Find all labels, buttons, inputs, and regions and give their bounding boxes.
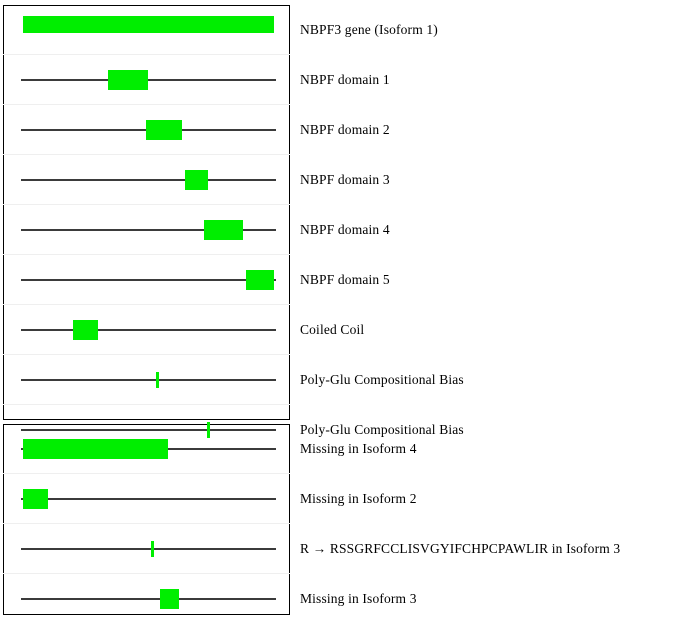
feature-block-missing-isoform-3[interactable] [160, 589, 179, 609]
sequence-axis-line [21, 429, 276, 431]
feature-track-poly-glu-bias-2[interactable] [3, 405, 290, 455]
feature-track-gene[interactable] [3, 5, 290, 55]
feature-block-poly-glu-bias-2[interactable] [207, 422, 210, 438]
sequence-axis-line [21, 179, 276, 181]
feature-row: NBPF domain 4 [0, 205, 676, 255]
feature-track-nbpf-domain-2[interactable] [3, 105, 290, 155]
feature-track-nbpf-domain-1[interactable] [3, 55, 290, 105]
feature-row: NBPF3 gene (Isoform 1) [0, 5, 676, 55]
feature-label-substitution-isoform-3: R → RSSGRFCCLISVGYIFCHPCPAWLIR in Isofor… [300, 541, 621, 556]
sequence-axis-line [21, 229, 276, 231]
feature-label-missing-isoform-2: Missing in Isoform 2 [300, 491, 417, 506]
feature-block-gene[interactable] [23, 16, 274, 33]
sequence-axis-line [21, 329, 276, 331]
feature-track-missing-isoform-2[interactable] [3, 474, 290, 524]
feature-track-substitution-isoform-3[interactable] [3, 524, 290, 574]
feature-block-nbpf-domain-1[interactable] [108, 70, 148, 90]
feature-track-nbpf-domain-4[interactable] [3, 205, 290, 255]
feature-track-nbpf-domain-3[interactable] [3, 155, 290, 205]
feature-block-nbpf-domain-5[interactable] [246, 270, 274, 290]
feature-row: R → RSSGRFCCLISVGYIFCHPCPAWLIR in Isofor… [0, 524, 676, 574]
feature-row: NBPF domain 1 [0, 55, 676, 105]
feature-label-poly-glu-bias-1: Poly-Glu Compositional Bias [300, 372, 464, 387]
feature-label-poly-glu-bias-2: Poly-Glu Compositional Bias [300, 422, 464, 437]
feature-row: Coiled Coil [0, 305, 676, 355]
feature-row: NBPF domain 5 [0, 255, 676, 305]
feature-label-missing-isoform-4: Missing in Isoform 4 [300, 441, 417, 456]
sequence-axis-line [21, 279, 276, 281]
sequence-axis-line [21, 498, 276, 500]
sequence-axis-line [21, 548, 276, 550]
feature-label-nbpf-domain-5: NBPF domain 5 [300, 272, 390, 287]
sequence-axis-line [21, 379, 276, 381]
feature-track-nbpf-domain-5[interactable] [3, 255, 290, 305]
feature-track-missing-isoform-4[interactable] [3, 424, 290, 474]
feature-label-missing-isoform-3: Missing in Isoform 3 [300, 591, 417, 606]
feature-row: NBPF domain 3 [0, 155, 676, 205]
feature-label-nbpf-domain-2: NBPF domain 2 [300, 122, 390, 137]
feature-row: Poly-Glu Compositional Bias [0, 355, 676, 405]
feature-label-nbpf-domain-3: NBPF domain 3 [300, 172, 390, 187]
feature-block-missing-isoform-2[interactable] [23, 489, 48, 509]
feature-label-nbpf-domain-1: NBPF domain 1 [300, 72, 390, 87]
feature-block-nbpf-domain-2[interactable] [146, 120, 182, 140]
sequence-axis-line [21, 598, 276, 600]
sequence-axis-line [21, 79, 276, 81]
feature-block-missing-isoform-4[interactable] [23, 439, 168, 459]
feature-label-gene: NBPF3 gene (Isoform 1) [300, 22, 438, 37]
feature-block-nbpf-domain-3[interactable] [185, 170, 208, 190]
feature-row: Missing in Isoform 4 [0, 424, 676, 474]
feature-row: Missing in Isoform 3 [0, 574, 676, 624]
feature-track-coiled-coil[interactable] [3, 305, 290, 355]
feature-label-nbpf-domain-4: NBPF domain 4 [300, 222, 390, 237]
feature-block-nbpf-domain-4[interactable] [204, 220, 243, 240]
feature-block-coiled-coil[interactable] [73, 320, 98, 340]
feature-row: NBPF domain 2 [0, 105, 676, 155]
feature-row: Missing in Isoform 2 [0, 474, 676, 524]
feature-label-coiled-coil: Coiled Coil [300, 322, 365, 337]
feature-row: Poly-Glu Compositional Bias [0, 405, 676, 455]
feature-block-substitution-isoform-3[interactable] [151, 541, 154, 557]
feature-track-poly-glu-bias-1[interactable] [3, 355, 290, 405]
feature-track-missing-isoform-3[interactable] [3, 574, 290, 624]
feature-block-poly-glu-bias-1[interactable] [156, 372, 159, 388]
